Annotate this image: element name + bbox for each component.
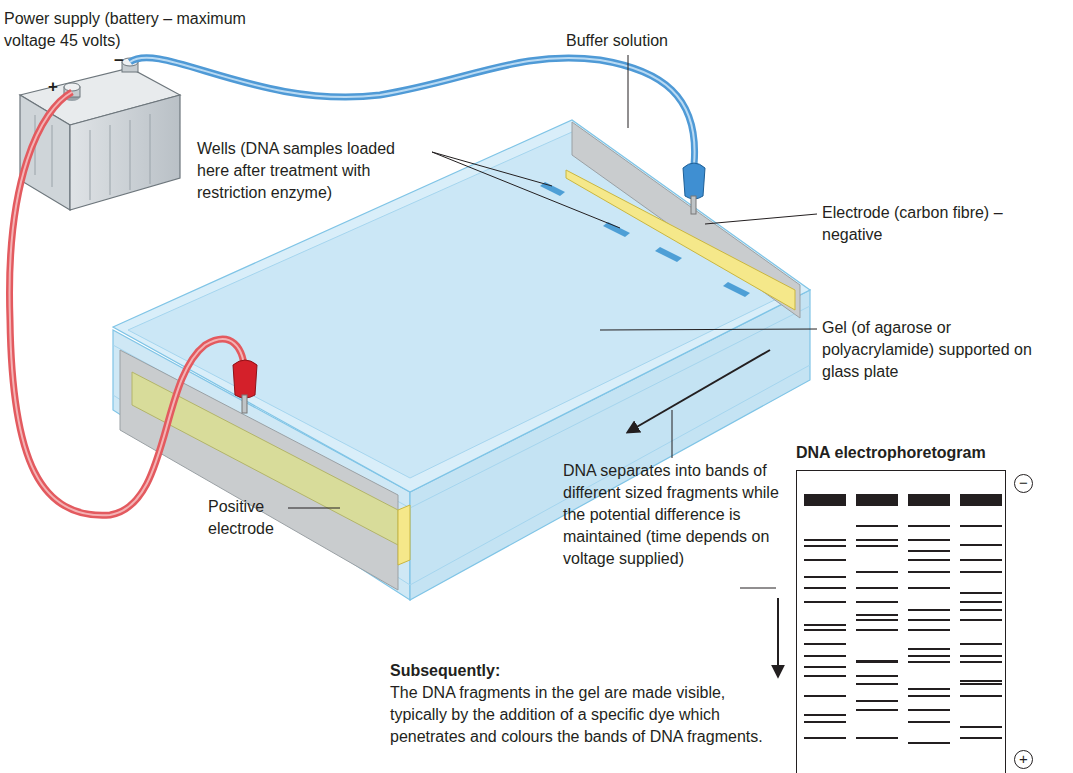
migration-arrow [777,598,779,676]
electrode-label: Positive electrode [208,496,300,540]
process-note: The DNA fragments in the gel are made vi… [390,682,768,748]
note-heading: Subsequently: [390,660,590,682]
terminal-sign: − [114,52,128,69]
gel-heading: DNA electrophoretogram [796,442,1006,464]
battery [20,58,180,210]
gel-image: DNA electrophoretogram [796,442,1006,773]
buffer-label: Buffer solution [566,30,706,52]
gel-photo [796,470,1006,773]
pole-sign: + [1014,750,1033,769]
wells [540,182,750,297]
process-note: DNA separates into bands of different si… [563,460,785,570]
wells-label: Wells (DNA samples loaded here after tre… [197,138,429,204]
migration-arrow [628,350,770,432]
gel-label: Gel (of agarose or polyacrylamide) suppo… [822,317,1044,383]
terminal-sign: + [48,78,62,95]
gel-tank [113,120,810,600]
positive-electrode [120,350,410,590]
power-supply-label: Power supply (battery – maximum voltage … [4,8,266,52]
electrode-label: Electrode (carbon fibre) – negative [822,202,1022,246]
leader-lines [288,55,817,588]
pole-sign: − [1014,474,1033,493]
